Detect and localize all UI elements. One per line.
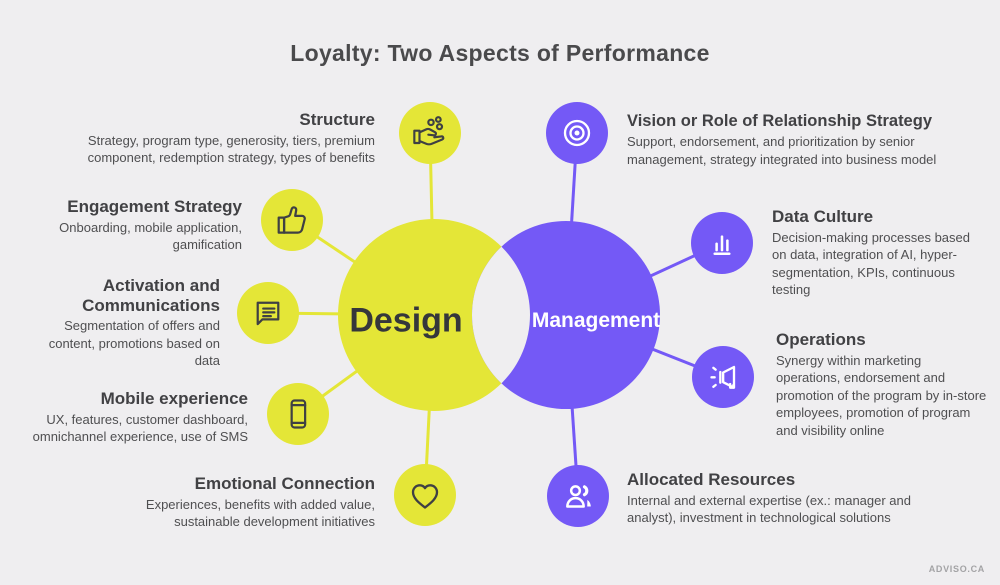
activation-icon-bubble xyxy=(237,282,299,344)
vision-icon-bubble xyxy=(546,102,608,164)
item-title: Operations xyxy=(776,330,866,349)
smartphone-icon xyxy=(290,399,307,429)
design-item-activation: Activation and Communications Segmentati… xyxy=(40,276,220,370)
hand-coins-icon xyxy=(413,116,445,146)
design-item-engagement: Engagement Strategy Onboarding, mobile a… xyxy=(7,197,242,254)
page-title: Loyalty: Two Aspects of Performance xyxy=(290,40,710,66)
people-icon xyxy=(566,485,591,508)
thumbs-up-icon xyxy=(277,206,306,234)
item-title: Activation and Communications xyxy=(82,276,220,315)
management-item-operations: Operations Synergy within marketing oper… xyxy=(776,330,988,439)
data-culture-icon-bubble xyxy=(691,212,753,274)
item-title: Structure xyxy=(299,110,375,129)
target-icon xyxy=(563,119,591,147)
design-item-structure: Structure Strategy, program type, genero… xyxy=(45,110,375,167)
emotional-icon-bubble xyxy=(394,464,456,526)
design-label: Design xyxy=(349,301,463,340)
item-title: Emotional Connection xyxy=(194,474,375,493)
item-title: Allocated Resources xyxy=(627,470,796,489)
credit-text: ADVISO.CA xyxy=(928,564,985,574)
design-item-mobile: Mobile experience UX, features, customer… xyxy=(18,389,248,446)
heart-icon xyxy=(411,484,439,509)
item-description: Onboarding, mobile application, gamifica… xyxy=(59,219,242,253)
item-title: Vision or Role of Relationship Strategy xyxy=(627,112,932,130)
item-description: Experiences, benefits with added value, … xyxy=(145,496,375,530)
design-circle xyxy=(338,219,530,411)
bar-chart-icon xyxy=(713,235,731,256)
management-item-vision: Vision or Role of Relationship Strategy … xyxy=(627,112,982,168)
operations-icon-bubble xyxy=(692,346,754,408)
structure-icon-bubble xyxy=(399,102,461,164)
management-item-data-culture: Data Culture Decision-making processes b… xyxy=(772,207,984,299)
management-label: Management xyxy=(531,309,661,332)
item-description: Strategy, program type, generosity, tier… xyxy=(87,132,375,166)
item-description: Internal and external expertise (ex.: ma… xyxy=(627,492,912,526)
item-description: Synergy within marketing operations, end… xyxy=(776,352,987,438)
item-description: UX, features, customer dashboard, omnich… xyxy=(32,411,248,445)
item-description: Decision-making processes based on data,… xyxy=(772,229,970,298)
megaphone-icon xyxy=(710,365,736,389)
chat-bubble-icon xyxy=(256,301,280,326)
management-circle xyxy=(472,221,660,409)
management-item-allocated: Allocated Resources Internal and externa… xyxy=(627,470,957,527)
item-title: Mobile experience xyxy=(100,389,248,408)
design-item-emotional: Emotional Connection Experiences, benefi… xyxy=(85,474,375,531)
engagement-icon-bubble xyxy=(261,189,323,251)
item-title: Data Culture xyxy=(772,207,874,226)
item-description: Segmentation of offers and content, prom… xyxy=(48,318,220,369)
item-description: Support, endorsement, and prioritization… xyxy=(627,133,937,167)
mobile-icon-bubble xyxy=(267,383,329,445)
allocated-icon-bubble xyxy=(547,465,609,527)
item-title: Engagement Strategy xyxy=(67,197,242,216)
